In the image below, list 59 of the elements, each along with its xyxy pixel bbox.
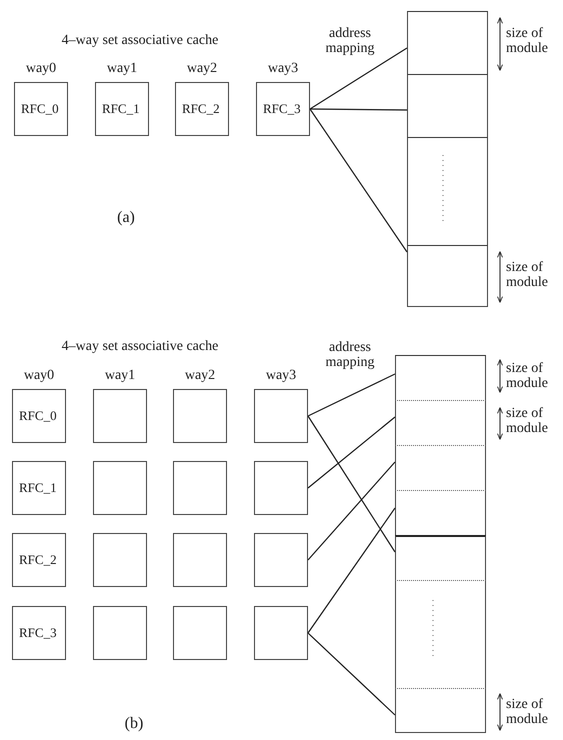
dimension-label: size of module xyxy=(506,361,549,391)
cache-block xyxy=(93,533,147,587)
cache-block: RFC_3 xyxy=(256,82,310,136)
mapping-line xyxy=(308,416,396,552)
cache-block xyxy=(173,461,227,515)
cache-block: RFC_2 xyxy=(12,533,66,587)
column-label: way0 xyxy=(22,368,56,383)
cache-block xyxy=(254,533,308,587)
cache-block: RFC_1 xyxy=(95,82,149,136)
memory-segment xyxy=(407,11,488,74)
cache-block: RFC_0 xyxy=(12,389,66,443)
memory-segment xyxy=(407,245,488,307)
heading-label: 4–way set associative cache xyxy=(60,339,220,354)
cache-block xyxy=(173,606,227,660)
memory-segment xyxy=(395,535,486,580)
mapping-line xyxy=(310,48,408,110)
cache-block xyxy=(254,606,308,660)
dimension-label: size of module xyxy=(506,260,549,290)
mapping-line xyxy=(308,632,396,716)
panel-label: (a) xyxy=(116,210,136,225)
cache-block xyxy=(254,389,308,443)
memory-segment xyxy=(395,400,486,445)
mapping-line xyxy=(310,108,408,252)
panel-label: (b) xyxy=(124,716,144,731)
cache-block xyxy=(93,606,147,660)
memory-segment xyxy=(395,445,486,490)
column-label: way1 xyxy=(106,61,138,76)
memory-segment xyxy=(407,74,488,137)
memory-segment xyxy=(395,490,486,535)
dimension-label: size of module xyxy=(506,406,549,436)
heading-label: 4–way set associative cache xyxy=(60,33,220,48)
cache-block: RFC_3 xyxy=(12,606,66,660)
mapping-line xyxy=(308,416,396,488)
mapping-line xyxy=(308,462,396,560)
mapping-line xyxy=(308,373,396,417)
mapping-line xyxy=(310,108,407,111)
column-label: way3 xyxy=(264,368,298,383)
column-label: way0 xyxy=(24,61,58,76)
column-label: way3 xyxy=(266,61,300,76)
cache-block: RFC_0 xyxy=(14,82,68,136)
cache-block xyxy=(93,461,147,515)
column-label: way1 xyxy=(104,368,136,383)
dimension-label: size of module xyxy=(506,26,549,56)
memory-segment xyxy=(395,355,486,400)
dimension-label: size of module xyxy=(506,697,549,727)
cache-block xyxy=(173,389,227,443)
mapping-line xyxy=(308,508,396,634)
cache-block xyxy=(173,533,227,587)
column-label: way2 xyxy=(184,368,216,383)
annotation-label: address mapping xyxy=(324,340,376,370)
memory-segment xyxy=(395,688,486,733)
cache-block xyxy=(93,389,147,443)
memory-segment xyxy=(407,137,488,245)
column-label: way2 xyxy=(186,61,218,76)
cache-block xyxy=(254,461,308,515)
cache-block: RFC_2 xyxy=(175,82,229,136)
cache-block: RFC_1 xyxy=(12,461,66,515)
memory-segment xyxy=(395,580,486,688)
annotation-label: address mapping xyxy=(324,26,376,56)
